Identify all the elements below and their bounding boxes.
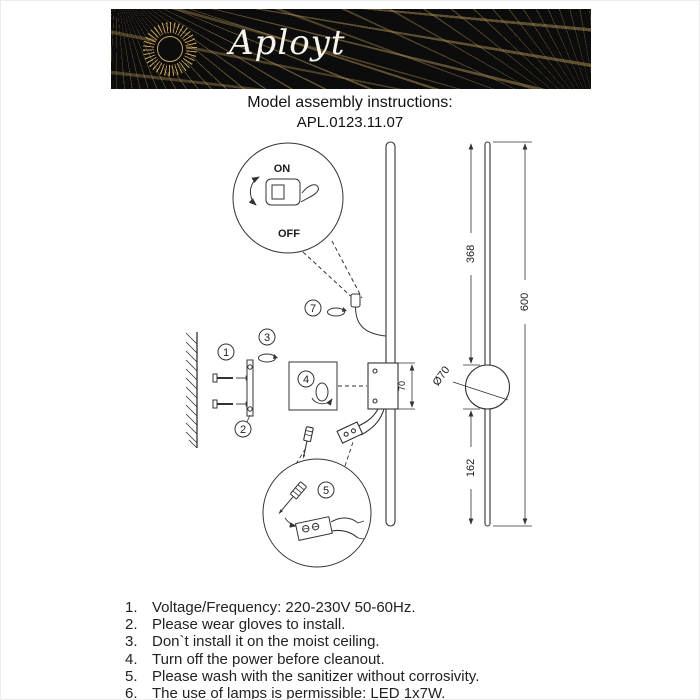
list-item: 6. The use of lamps is permissible: LED … [125,685,479,700]
balloon-7 [304,299,322,317]
balloon-2-label: 2 [240,424,246,436]
wire [331,530,359,539]
list-item: 3. Don`t install it on the moist ceiling… [125,633,479,650]
dim-600-label: 600 [519,293,531,311]
switch-body [265,178,301,206]
rotate-arrowhead [342,307,347,312]
balloon-5 [317,481,335,499]
item-text: The use of lamps is permissible: LED 1x7… [152,685,446,700]
canopy-screw [372,368,378,374]
balloon-4 [297,370,315,388]
canopy-box [367,362,399,410]
list-item: 4. Turn off the power before cleanout. [125,651,479,668]
dim162-label-bg [464,447,478,489]
canopy-screw [372,398,378,404]
item-text: Voltage/Frequency: 220-230V 50-60Hz. [152,599,416,616]
wall-mount-assembly: 1 2 3 4 [185,328,367,449]
hand-pointer-icon [300,184,319,203]
canopy-disc [464,364,511,410]
item-number: 6. [125,685,138,700]
switch-toggle [271,184,285,200]
item-text: Please wear gloves to install. [152,616,346,634]
switch-off-label: OFF [278,228,300,240]
bracket-box [288,361,338,411]
detail-callout-switch: ON OFF [232,142,363,303]
brand-banner: Aployt [111,9,591,89]
dim-162-label: 162 [465,459,477,477]
balloon-2 [234,420,252,438]
lamp-bar-front [385,141,396,527]
keyhole-slot [315,382,329,402]
rotate-arrow-icon [258,353,276,363]
list-item: 1. Voltage/Frequency: 220-230V 50-60Hz. [125,599,479,616]
balloon-1 [217,343,235,361]
wire [360,408,385,436]
dim368-label-bg [464,233,478,275]
flip-arrow-icon [248,176,260,206]
dim-368-label: 368 [465,245,477,263]
item-number: 3. [125,633,138,651]
detail-callout-wiring: 5 [262,458,372,568]
item-text: Please wash with the sanitizer without c… [152,667,480,685]
balloon-7-label: 7 [310,303,316,315]
balloon-2-leader [246,414,251,423]
plate-hole [247,364,253,370]
callout-leader-line [302,251,358,303]
diameter-leader-line [452,381,509,401]
plate-hole [247,406,253,412]
lamp-switch-knob-group: 7 [304,293,387,337]
lamp-front-view: 70 [295,141,415,527]
item-number: 4. [125,650,138,668]
wire [330,517,359,524]
balloon-1-label: 1 [223,347,229,359]
terminal-block [294,516,333,541]
dim-diameter-label: Ø70 [431,364,453,388]
lamp-bar-side [484,141,491,527]
switch-knob [350,293,361,308]
balloon-4-label: 4 [303,374,309,386]
mounting-screw [212,373,253,383]
item-text: Turn off the power before cleanout. [152,650,385,668]
list-item: 5. Please wash with the sanitizer withou… [125,668,479,685]
dimension-extension-lines [463,141,532,527]
item-text: Don`t install it on the moist ceiling. [152,633,380,651]
rotate-arrow-icon [327,307,345,317]
starburst-logo-icon [143,22,197,76]
wire-stripped-end [357,520,365,540]
item-number: 5. [125,667,138,685]
balloon-3 [258,328,276,346]
callout-circle [262,458,372,568]
dim-70-label: 70 [397,381,407,391]
wall-hatch-pattern [185,332,198,449]
switch-cable [355,306,387,337]
callout-circle [232,142,344,254]
instructions-list: 1. Voltage/Frequency: 220-230V 50-60Hz. … [125,599,479,700]
list-item: 2. Please wear gloves to install. [125,616,479,633]
brand-name: Aployt [229,23,346,63]
callout-leader-line [295,441,354,467]
item-number: 1. [125,599,138,616]
callout-leader-line [331,240,363,299]
turn-arrow-icon [284,517,297,528]
rotate-arrowhead [273,354,278,359]
terminal-connector [336,421,364,444]
starburst-logo-core [157,36,183,62]
model-number: APL.0123.11.07 [296,114,404,131]
dim600-label-bg [518,280,532,324]
assembly-diagram: ON OFF 7 70 [185,141,532,568]
item-number: 2. [125,616,138,634]
mounting-screw [212,399,253,409]
switch-on-label: ON [274,163,291,175]
lamp-side-view: Ø70 368 162 600 [431,141,532,527]
screwdriver-icon [278,481,307,515]
balloon-5-label: 5 [323,485,329,497]
screwdriver-icon [302,426,314,459]
rotate-arrow-icon [311,397,333,406]
balloon-3-label: 3 [264,332,270,344]
dim70-extension-lines [398,362,415,410]
page-title: Model assembly instructions: [247,94,453,111]
